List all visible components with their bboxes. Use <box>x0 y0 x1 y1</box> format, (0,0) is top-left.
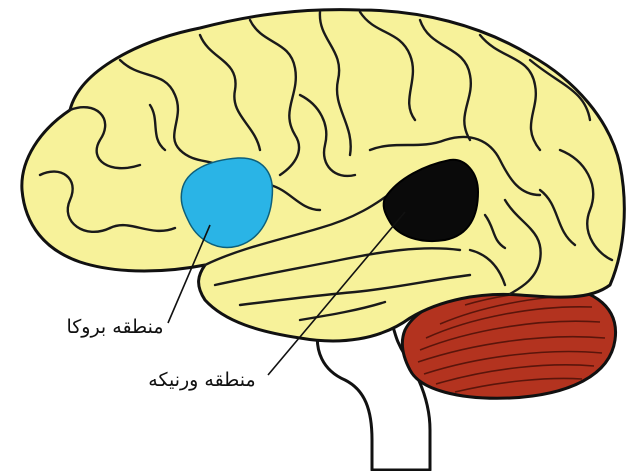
broca-label: منطقه بروکا <box>66 316 163 338</box>
cerebral-cortex <box>22 10 624 341</box>
wernicke-label: منطقه ورنیکه <box>148 369 255 391</box>
